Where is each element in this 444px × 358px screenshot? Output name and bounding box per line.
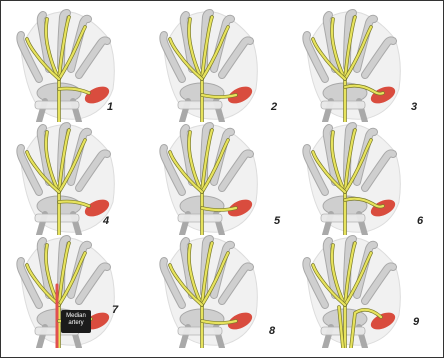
panel-number: 4 xyxy=(103,215,109,227)
transverse-carpal-ligament xyxy=(178,214,222,222)
panel-number: 8 xyxy=(269,325,275,337)
transverse-carpal-ligament xyxy=(178,327,222,335)
transverse-carpal-ligament xyxy=(321,101,365,109)
hand-illustration xyxy=(9,9,151,122)
hand-panel-3: 3 xyxy=(295,9,437,122)
panel-number: 6 xyxy=(417,215,423,227)
hand-illustration xyxy=(295,122,437,235)
hand-panel-8: 8 xyxy=(152,235,294,348)
hand-panel-5: 5 xyxy=(152,122,294,235)
hand-panel-4: 4 xyxy=(9,122,151,235)
panel-number: 5 xyxy=(274,215,280,227)
hand-panel-2: 2 xyxy=(152,9,294,122)
transverse-carpal-ligament xyxy=(178,101,222,109)
panel-grid: 1 2 3 4 5 6 7 Median artery xyxy=(9,9,437,349)
transverse-carpal-ligament xyxy=(35,101,79,109)
panel-number: 9 xyxy=(413,316,419,328)
hand-panel-7: 7 Median artery xyxy=(9,235,151,348)
panel-number: 3 xyxy=(411,101,417,113)
hand-illustration xyxy=(152,122,294,235)
hand-panel-1: 1 xyxy=(9,9,151,122)
transverse-carpal-ligament xyxy=(321,214,365,222)
transverse-carpal-ligament xyxy=(35,214,79,222)
hand-illustration xyxy=(295,235,437,348)
hand-panel-6: 6 xyxy=(295,122,437,235)
panel-number: 7 xyxy=(112,304,118,316)
hand-illustration xyxy=(9,122,151,235)
panel-number: 1 xyxy=(107,101,113,113)
hand-panel-9: 9 xyxy=(295,235,437,348)
panel-number: 2 xyxy=(271,101,277,113)
median-artery-callout: Median artery xyxy=(61,310,91,333)
